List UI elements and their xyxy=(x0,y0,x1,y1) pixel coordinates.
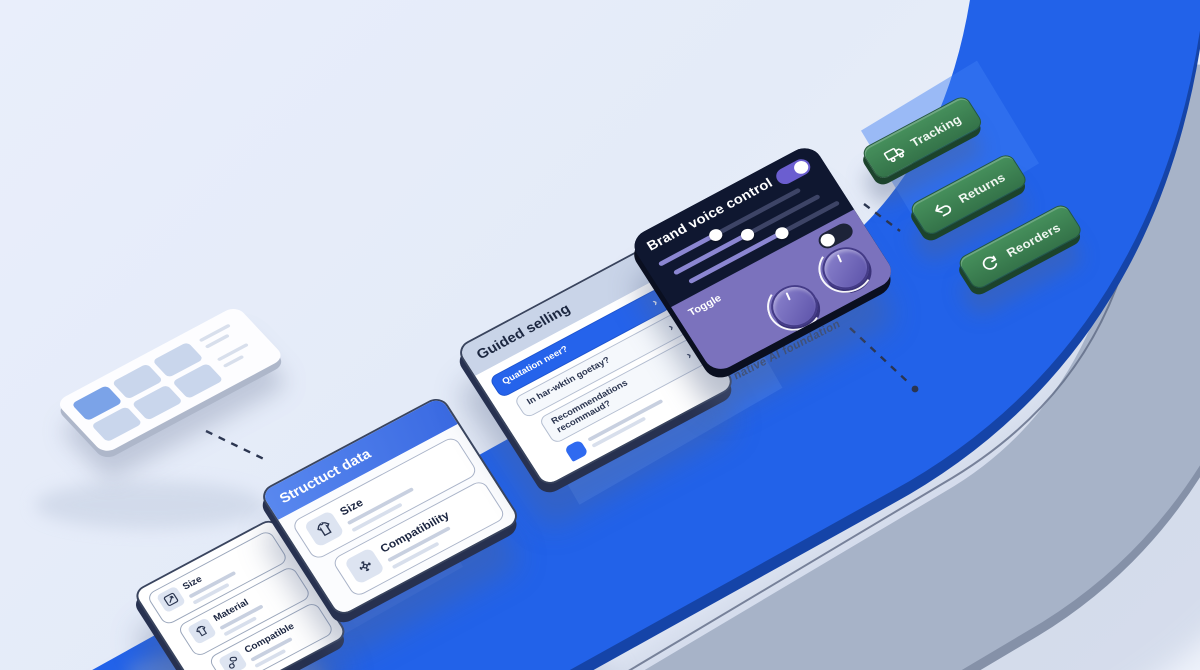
connector-grid-to-structured xyxy=(205,429,269,463)
tshirt-icon xyxy=(186,617,218,645)
blue-road xyxy=(92,0,1200,670)
ruler-icon xyxy=(155,585,187,614)
chevron-right-icon: › xyxy=(683,348,694,362)
attributes-mini-card[interactable]: Size Material Compatible xyxy=(132,516,349,670)
chevron-right-icon: › xyxy=(665,320,676,334)
chat-bubble-icon xyxy=(564,439,589,463)
list-item[interactable]: Size xyxy=(145,529,289,627)
structured-data-card[interactable]: Structuct data Size Compatibility xyxy=(258,394,523,619)
tshirt-icon xyxy=(303,510,345,548)
refresh-icon xyxy=(976,250,1005,276)
pill-reorders[interactable]: Reorders xyxy=(956,202,1084,292)
drone-icon xyxy=(343,547,386,585)
list-item[interactable]: Compatible xyxy=(207,601,335,670)
list-item[interactable]: Material xyxy=(176,565,312,658)
list-item[interactable]: Size xyxy=(290,435,479,561)
return-arrow-icon xyxy=(928,196,957,222)
pill-returns[interactable]: Returns xyxy=(908,152,1029,238)
pill-tracking[interactable]: Tracking xyxy=(860,94,985,182)
chevron-right-icon: › xyxy=(649,295,660,309)
connector-end-dot xyxy=(911,385,919,393)
truck-icon xyxy=(880,140,909,166)
link-icon xyxy=(217,648,249,670)
foundation-road xyxy=(644,63,1200,670)
list-item[interactable]: Compatibility xyxy=(331,478,507,599)
